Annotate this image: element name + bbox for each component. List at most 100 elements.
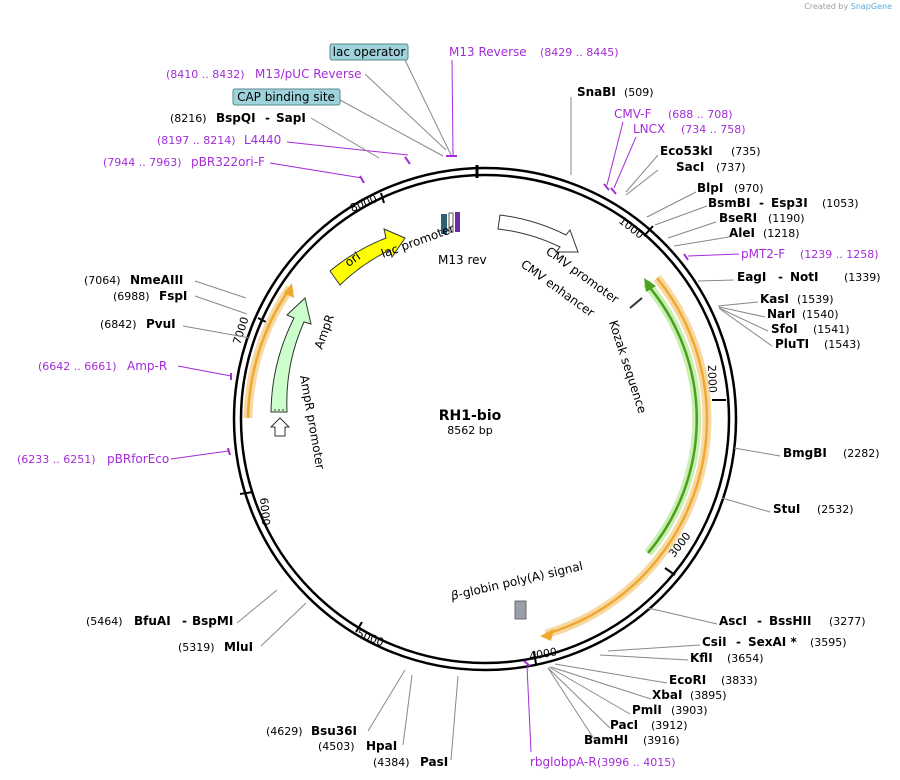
svg-text:(5319): (5319) (178, 641, 215, 654)
tick-5000: 5000 (355, 627, 386, 650)
svg-text:(970): (970) (734, 182, 764, 195)
svg-text:(1543): (1543) (824, 338, 861, 351)
svg-text:(3277): (3277) (829, 615, 866, 628)
svg-text:(6642 .. 6661): (6642 .. 6661) (38, 360, 117, 373)
polya-rect (514, 600, 527, 620)
svg-text:PmlI: PmlI (632, 703, 662, 717)
m13-rev-rect (455, 212, 460, 232)
tick-6000: 6000 (257, 497, 272, 526)
site-snabi: SnaBI (509) (577, 85, 654, 99)
svg-text:(3654): (3654) (727, 652, 764, 665)
svg-text:(1541): (1541) (813, 323, 850, 336)
svg-text:-: - (759, 196, 764, 210)
site-csii-sexai: CsiI - SexAI * (3595) (702, 635, 847, 649)
svg-text:PvuI: PvuI (146, 317, 176, 331)
svg-text:BmgBI: BmgBI (783, 446, 827, 460)
site-pvui: (6842) PvuI (100, 317, 176, 331)
svg-text:rbglobpA-R: rbglobpA-R (530, 755, 597, 769)
svg-text:XbaI: XbaI (652, 688, 682, 702)
svg-text:(4384): (4384) (373, 756, 410, 769)
svg-text:KasI: KasI (760, 292, 789, 306)
svg-text:(8197 .. 8214): (8197 .. 8214) (157, 134, 236, 147)
site-fspi: (6988) FspI (113, 289, 187, 303)
snapgene-brand: SnapGene (850, 2, 892, 11)
site-ecori: EcoRI (3833) (669, 673, 758, 687)
svg-text:M13/pUC Reverse: M13/pUC Reverse (255, 67, 362, 81)
primer-m13-puc-reverse: (8410 .. 8432) M13/pUC Reverse (166, 67, 447, 151)
svg-text:(1239 .. 1258): (1239 .. 1258) (800, 248, 879, 261)
site-mlui: (5319) MluI (178, 640, 253, 654)
site-bfuai-bspmi: (5464) BfuAI - BspMI (86, 614, 233, 628)
svg-text:PasI: PasI (420, 755, 448, 769)
tick-4000: 4000 (528, 645, 558, 663)
site-bmgbi: BmgBI (2282) (783, 446, 880, 460)
svg-text:EagI: EagI (737, 270, 766, 284)
site-bsmbi-esp3i: BsmBI - Esp3I (1053) (708, 196, 859, 210)
svg-text:NmeAIII: NmeAIII (130, 273, 183, 287)
site-bsu36i: (4629) Bsu36I (266, 724, 357, 738)
site-kfli: KflI (3654) (690, 651, 764, 665)
svg-text:(737): (737) (716, 161, 746, 174)
svg-text:FspI: FspI (159, 289, 187, 303)
svg-text:pBR322ori-F: pBR322ori-F (191, 155, 265, 169)
backbone (232, 166, 738, 672)
m13-rev-label: M13 rev (438, 253, 487, 267)
svg-text:HpaI: HpaI (366, 739, 397, 753)
svg-text:(5464): (5464) (86, 615, 123, 628)
ampr-promoter-arrow (269, 417, 291, 437)
svg-text:(8410 .. 8432): (8410 .. 8432) (166, 68, 245, 81)
credit-prefix: Created by (804, 2, 849, 11)
primer-l4440: (8197 .. 8214) L4440 (157, 133, 411, 165)
svg-text:EcoRI: EcoRI (669, 673, 706, 687)
site-bamhi: BamHI (3916) (584, 733, 680, 747)
site-alei: AleI (1218) (729, 226, 800, 240)
svg-text:(3996 .. 4015): (3996 .. 4015) (597, 756, 676, 769)
orange-arc-halo (544, 275, 712, 639)
feature-arcs (243, 275, 712, 641)
orange-arc-head (540, 629, 554, 641)
primer-lncx: LNCX (734 .. 758) (610, 122, 746, 195)
svg-text:SnaBI: SnaBI (577, 85, 616, 99)
lac-promoter-rect (441, 214, 447, 234)
primer-pbrforeco: (6233 .. 6251) pBRforEco (17, 447, 231, 466)
svg-text:(2532): (2532) (817, 503, 854, 516)
svg-text:(7064): (7064) (84, 274, 121, 287)
tick-1000: 1000 (616, 214, 646, 241)
primer-pmt2-f: pMT2-F (1239 .. 1258) (683, 247, 879, 261)
left-orange-head (284, 283, 294, 298)
left-orange-arc (246, 287, 292, 419)
cmv-arrow (497, 214, 579, 253)
lac-operator-box: lac operator (329, 43, 452, 156)
svg-text:-: - (265, 111, 270, 125)
site-eco53ki: Eco53kI (735) (660, 144, 761, 158)
svg-text:(688 .. 708): (688 .. 708) (668, 108, 733, 121)
svg-text:Amp-R: Amp-R (127, 359, 167, 373)
site-pmli: PmlI (3903) (632, 703, 708, 717)
svg-text:NotI: NotI (790, 270, 819, 284)
svg-text:(7944 .. 7963): (7944 .. 7963) (103, 156, 182, 169)
site-pluti: PluTI (1543) (775, 337, 861, 351)
svg-text:BspQI: BspQI (216, 111, 256, 125)
site-sfoi: SfoI (1541) (771, 322, 850, 336)
svg-text:(8216): (8216) (170, 112, 207, 125)
site-hpai: (4503) HpaI (318, 739, 397, 753)
svg-text:BlpI: BlpI (697, 181, 723, 195)
site-blpi: BlpI (970) (697, 181, 764, 195)
svg-text:CMV-F: CMV-F (614, 107, 652, 121)
svg-text:SfoI: SfoI (771, 322, 798, 336)
svg-text:BssHII: BssHII (769, 614, 811, 628)
svg-text:-: - (757, 614, 762, 628)
svg-text:BspMI: BspMI (192, 614, 233, 628)
site-asci-bsshii: AscI - BssHII (3277) (719, 614, 866, 628)
cap-site-label: CAP binding site (237, 90, 335, 104)
svg-text:SexAI *: SexAI * (748, 635, 797, 649)
svg-text:-: - (182, 614, 187, 628)
cmv-enhancer-label: CMV enhancer (518, 257, 597, 320)
svg-text:(1539): (1539) (797, 293, 834, 306)
svg-text:AleI: AleI (729, 226, 755, 240)
primer-amp-r: (6642 .. 6661) Amp-R (38, 359, 232, 380)
snapgene-credit: Created by SnapGene (804, 2, 892, 11)
ampr-promoter-label: AmpR promoter (297, 374, 327, 470)
svg-text:Esp3I: Esp3I (771, 196, 808, 210)
